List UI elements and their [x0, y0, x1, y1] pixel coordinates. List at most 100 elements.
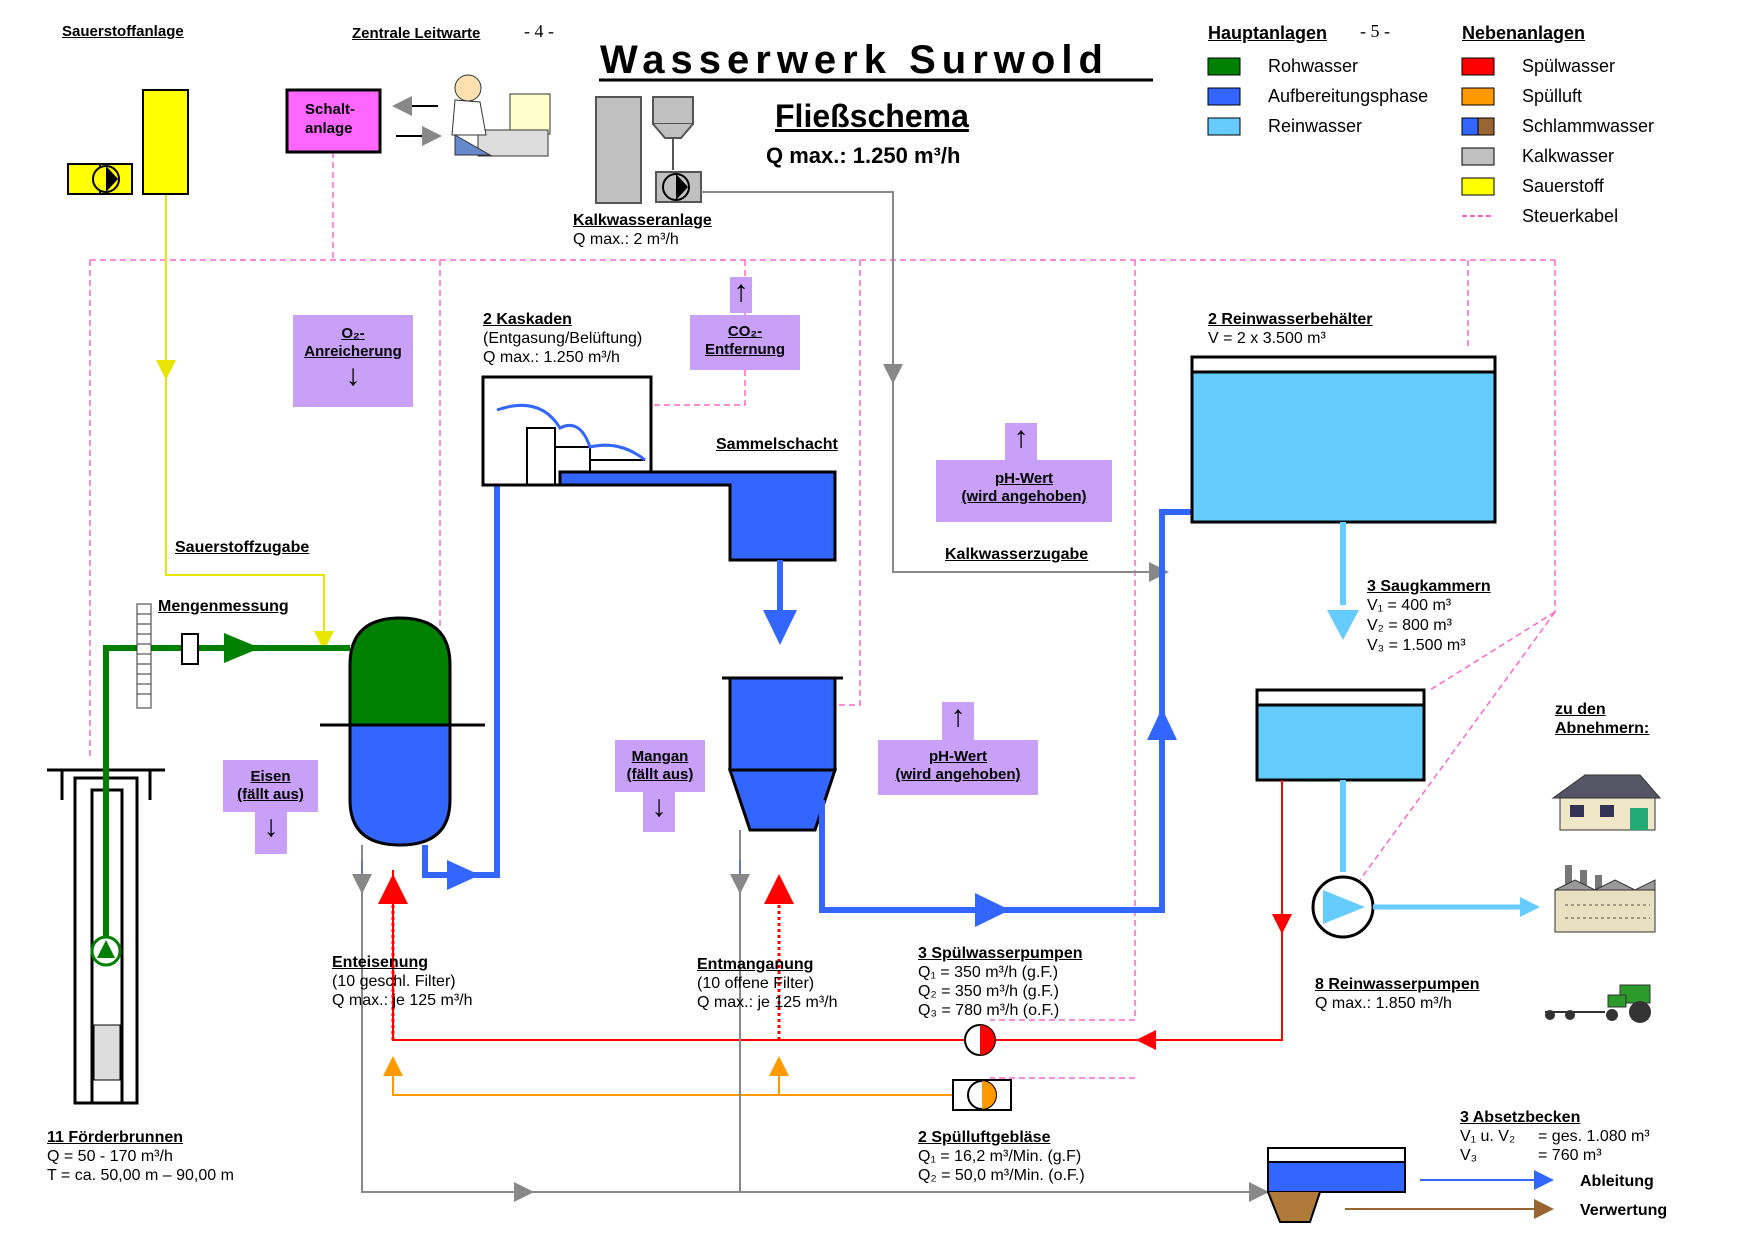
- iron-precipitation-box: Eisen (fällt aus): [223, 760, 318, 812]
- consumers-line1: zu den: [1555, 701, 1606, 718]
- page-number-left: - 4 -: [524, 21, 554, 41]
- treatment-line-2: [819, 509, 1192, 913]
- legend-item-schlammwasser: Schlammwasser: [1522, 116, 1655, 136]
- settling-basins-v12-label: V₁ u. V₂: [1460, 1128, 1516, 1145]
- suction-chambers-title: 3 Saugkammern: [1367, 578, 1491, 595]
- ph-raise-2-line1: pH-Wert: [928, 748, 988, 765]
- wells-title: 11 Förderbrunnen: [47, 1129, 184, 1146]
- wells-depth: T = ca. 50,00 m – 90,00 m: [47, 1167, 234, 1184]
- raw-water-line: [103, 645, 350, 945]
- wash-air-line: [383, 1056, 965, 1096]
- flow-measurement-label: Mengenmessung: [158, 598, 289, 615]
- settling-basins-v12-value: = ges. 1.080 m³: [1538, 1128, 1650, 1145]
- suction-chambers-v3: V₃ = 1.500 m³: [1367, 637, 1466, 654]
- tractor-icon: [1545, 984, 1651, 1023]
- oxygen-tank: [142, 89, 189, 195]
- ph2-arrow-box: ↑: [942, 702, 974, 742]
- legend-swatches: [1207, 57, 1495, 217]
- page-subtitle: Fließschema: [775, 98, 969, 134]
- factory-icon: [1554, 865, 1656, 933]
- wash-water-line: [995, 780, 1283, 1041]
- legend-item-kalkwasser: Kalkwasser: [1522, 146, 1615, 166]
- lime-plant-title: Kalkwasseranlage: [573, 212, 712, 229]
- oxygen-addition-label: Sauerstoffzugabe: [175, 539, 310, 556]
- ph-raise-1-line2: (wird angehoben): [961, 488, 1087, 505]
- oxygen-line: [165, 194, 334, 651]
- ph-raise-box-1: pH-Wert (wird angehoben): [936, 460, 1112, 522]
- clean-tank-title: 2 Reinwasserbehälter: [1208, 311, 1373, 328]
- wash-pumps-title: 3 Spülwasserpumpen: [918, 945, 1083, 962]
- legend-secondary-title: Nebenanlagen: [1462, 23, 1586, 43]
- discharge-label: Ableitung: [1580, 1173, 1654, 1190]
- manganese-arrow-box: ↓: [643, 792, 675, 832]
- arrow-down-icon: ↓: [345, 359, 361, 392]
- iron-filter: [320, 616, 485, 847]
- iron-removal-line2: Q max.: je 125 m³/h: [332, 992, 473, 1009]
- manganese-precipitation-box: Mangan (fällt aus): [615, 740, 705, 792]
- page-number-right: - 5 -: [1360, 21, 1390, 41]
- settling-basins-title: 3 Absetzbecken: [1460, 1109, 1581, 1126]
- suction-chambers-v1: V₁ = 400 m³: [1367, 597, 1452, 614]
- ph-raise-2-line2: (wird angehoben): [895, 766, 1021, 783]
- sludge-line: [361, 845, 1269, 1202]
- ph-raise-1-line1: pH-Wert: [994, 470, 1054, 487]
- manganese-removal-line1: (10 offene Filter): [697, 975, 815, 992]
- arrow-up-icon: ↑: [733, 275, 749, 308]
- control-room-label: Zentrale Leitwarte: [352, 25, 481, 42]
- iron-removal-line1: (10 geschl. Filter): [332, 973, 456, 990]
- air-blowers-q2: Q₂ = 50,0 m³/Min. (o.F.): [918, 1167, 1085, 1184]
- manganese-removal-title: Entmanganung: [697, 956, 814, 973]
- cascades-line2: Q max.: 1.250 m³/h: [483, 349, 620, 366]
- switchgear-label-1: Schalt-: [305, 101, 356, 118]
- legend-item-sauerstoff: Sauerstoff: [1522, 176, 1604, 196]
- legend-item-rohwasser: Rohwasser: [1268, 56, 1359, 76]
- ph-raise-box-2: pH-Wert (wird angehoben): [878, 740, 1038, 795]
- iron-removal-title: Enteisenung: [332, 954, 429, 971]
- lime-tank: [595, 96, 642, 204]
- legend-item-spuelluft: Spülluft: [1522, 86, 1583, 106]
- cascades-line1: (Entgasung/Belüftung): [483, 330, 643, 347]
- co2-removal-box: CO₂- Entfernung: [690, 315, 800, 370]
- control-cables: [89, 152, 1556, 1079]
- legend-main-title: Hauptanlagen: [1208, 23, 1328, 43]
- lime-plant-q: Q max.: 2 m³/h: [573, 231, 679, 248]
- o2-enrichment-line2: Anreicherung: [304, 343, 402, 360]
- arrow-up-icon: ↑: [950, 700, 966, 733]
- clean-tank-volume: V = 2 x 3.500 m³: [1208, 330, 1326, 347]
- co2-removal-line1: CO₂-: [727, 323, 763, 340]
- iron-arrow-box: ↓: [255, 812, 287, 854]
- oxygen-plant-label: Sauerstoffanlage: [62, 23, 184, 40]
- legend-item-aufbereitung: Aufbereitungsphase: [1268, 86, 1429, 106]
- manganese-removal-line2: Q max.: je 125 m³/h: [697, 994, 838, 1011]
- air-blowers-title: 2 Spülluftgebläse: [918, 1129, 1051, 1146]
- cascade-box: [481, 375, 653, 487]
- wash-pumps-q3: Q₃ = 780 m³/h (o.F.): [918, 1002, 1060, 1019]
- legend-item-spuelwasser: Spülwasser: [1522, 56, 1616, 76]
- cascades-title: 2 Kaskaden: [483, 311, 572, 328]
- legend-item-reinwasser: Reinwasser: [1268, 116, 1363, 136]
- switchgear-label-2: anlage: [305, 120, 353, 137]
- wash-pumps-q1: Q₁ = 350 m³/h (g.F.): [918, 964, 1059, 981]
- settling-basins-v3-value: = 760 m³: [1538, 1147, 1602, 1164]
- o2-enrichment-line1: O₂-: [341, 325, 365, 342]
- house-icon: [1551, 774, 1662, 831]
- clean-water-tank: [1190, 355, 1497, 524]
- page-title: Wasserwerk Surwold: [600, 38, 1109, 82]
- ph1-arrow-box: ↑: [1005, 423, 1037, 463]
- manganese-line2: (fällt aus): [626, 766, 694, 783]
- clean-pumps-q: Q max.: 1.850 m³/h: [1315, 995, 1452, 1012]
- clean-pumps-title: 8 Reinwasserpumpen: [1315, 976, 1480, 993]
- co2-removal-line2: Entfernung: [705, 341, 785, 358]
- legend-item-steuerkabel: Steuerkabel: [1522, 206, 1619, 226]
- qmax-total: Q max.: 1.250 m³/h: [766, 143, 961, 168]
- schaltanlage-box: [285, 88, 382, 154]
- suction-chambers-v2: V₂ = 800 m³: [1367, 617, 1452, 634]
- co2-arrow-box: ↑: [730, 277, 752, 313]
- iron-line1: Eisen: [250, 768, 291, 785]
- collection-shaft-label: Sammelschacht: [716, 436, 838, 453]
- iron-line2: (fällt aus): [237, 786, 304, 803]
- air-blowers-q1: Q₁ = 16,2 m³/Min. (g.F): [918, 1148, 1082, 1165]
- consumers-line2: Abnehmern:: [1555, 720, 1650, 737]
- operator-illustration: [451, 74, 551, 157]
